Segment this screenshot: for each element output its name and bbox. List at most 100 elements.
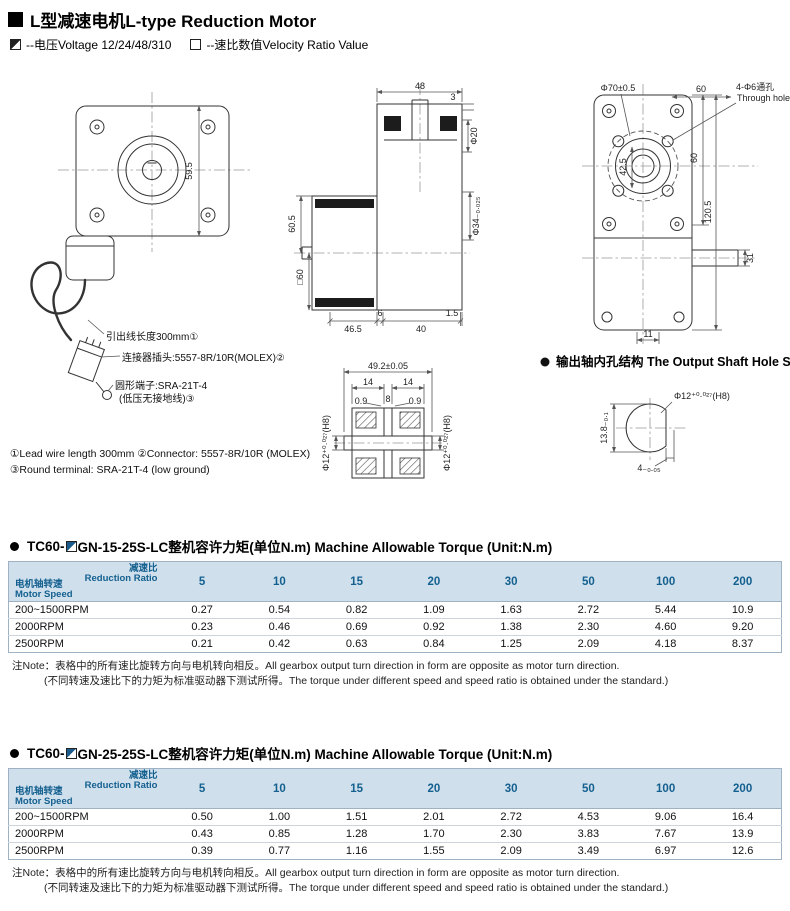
note-line-2: (不同转速及速比下的力矩为标准驱动器下测试所得。The torque under… bbox=[44, 882, 669, 894]
torque-cell: 2.09 bbox=[577, 638, 600, 650]
page-header: L型减速电机L-type Reduction Motor --电压Voltage… bbox=[0, 0, 790, 58]
page-title: L型减速电机L-type Reduction Motor bbox=[30, 12, 317, 31]
note-line-1: 注Note：表格中的所有速比旋转方向与电机转向相反。All gearbox ou… bbox=[12, 660, 620, 672]
ratio-header-cell: 50 bbox=[549, 768, 627, 809]
coupling-bore-dim-left: Φ12⁺⁰·⁰²⁷(H8) bbox=[321, 415, 331, 471]
ratio-header-cell: 10 bbox=[240, 768, 318, 809]
side-width-dim: 48 bbox=[415, 81, 425, 91]
header-row: 减速比 Reduction Ratio 电机轴转速 Motor Speed 5 … bbox=[8, 561, 782, 602]
torque-cell: 0.43 bbox=[163, 825, 241, 843]
bullet-icon bbox=[10, 748, 19, 758]
torque-cell: 0.46 bbox=[240, 618, 318, 636]
torque-cell: 2.72 bbox=[549, 601, 627, 619]
torque-cell: 1.28 bbox=[318, 825, 396, 843]
torque-cell: 6.97 bbox=[654, 845, 677, 857]
voltage-square-icon bbox=[65, 540, 77, 552]
hole-flat-4-dim: 4₋₀.₀₅ bbox=[637, 463, 661, 473]
ratio-header-cell: 5 bbox=[163, 768, 241, 809]
title-square-icon bbox=[8, 12, 23, 27]
reduction-ratio-label: 减速比 Reduction Ratio bbox=[84, 563, 158, 584]
torque-cell: 1.00 bbox=[240, 808, 318, 826]
ratio-header-cell: 200 bbox=[704, 768, 782, 809]
bullet-icon bbox=[540, 357, 550, 367]
table-row: 200~1500RPM 0.27 0.54 0.82 1.09 1.63 2.7… bbox=[8, 601, 782, 619]
torque-cell: 0.63 bbox=[345, 638, 368, 650]
torque-cell: 1.51 bbox=[318, 808, 396, 826]
drawings-svg: 59.5 引出线长度300mm① 连接器插头:5557-8R/10R(MOLEX… bbox=[10, 81, 790, 479]
ratio-header-cell: 50 bbox=[549, 561, 627, 602]
corner-header-cell: 减速比 Reduction Ratio 电机轴转速 Motor Speed bbox=[8, 768, 164, 809]
torque-cell: 2.01 bbox=[395, 808, 473, 826]
table-row: 200~1500RPM 0.50 1.00 1.51 2.01 2.72 4.5… bbox=[8, 808, 782, 826]
coupling-14-dim-right: 14 bbox=[403, 377, 413, 387]
ratio-header-cell: 15 bbox=[318, 561, 396, 602]
side-step-dim: 3 bbox=[450, 92, 455, 102]
legend: --电压Voltage 12/24/48/310 --速比数值Velocity … bbox=[10, 36, 368, 53]
torque-cell: 0.92 bbox=[395, 618, 473, 636]
torque-cell: 0.54 bbox=[240, 601, 318, 619]
motor-speed-cell: 200~1500RPM bbox=[8, 808, 164, 826]
front-height-dim: 59.5 bbox=[184, 162, 194, 180]
motor-speed-cell: 200~1500RPM bbox=[8, 601, 164, 619]
torque-cell: 1.63 bbox=[472, 601, 550, 619]
lead-wire bbox=[30, 261, 87, 342]
coupling-0-9-dim-left: 0.9 bbox=[355, 396, 368, 406]
torque-cell: 2.30 bbox=[549, 618, 627, 636]
motor-speed-cell: 2000RPM bbox=[8, 618, 164, 636]
table-1-title-text: TC60- GN-15-25S-LC整机容许力矩(单位N.m) Machine … bbox=[27, 536, 552, 556]
torque-cell: 0.84 bbox=[423, 638, 445, 650]
torque-cell: 12.6 bbox=[731, 845, 754, 857]
shaft-detail-view: 49.2±0.05 14 14 0.9 8 0.9 bbox=[321, 361, 452, 479]
torque-cell: 0.21 bbox=[191, 638, 213, 650]
ratio-header-cell: 5 bbox=[163, 561, 241, 602]
technical-drawings: 59.5 引出线长度300mm① 连接器插头:5557-8R/10R(MOLEX… bbox=[0, 58, 790, 530]
connector-label: 连接器插头:5557-8R/10R(MOLEX)② bbox=[122, 351, 285, 364]
torque-cell: 5.44 bbox=[627, 601, 705, 619]
torque-cell: 1.70 bbox=[395, 825, 473, 843]
torque-table-section-2: TC60- GN-25-25S-LC整机容许力矩(单位N.m) Machine … bbox=[8, 743, 782, 896]
corner-header-cell: 减速比 Reduction Ratio 电机轴转速 Motor Speed bbox=[8, 561, 164, 602]
note-line-2: (不同转速及速比下的力矩为标准驱动器下测试所得。The torque under… bbox=[44, 675, 669, 687]
front-view: 59.5 引出线长度300mm① 连接器插头:5557-8R/10R(MOLEX… bbox=[30, 92, 285, 405]
terminal-label-line1: 圆形端子:SRA-21T-4 bbox=[115, 379, 208, 392]
torque-cell: 0.85 bbox=[240, 825, 318, 843]
motor-speed-cell: 2500RPM bbox=[15, 845, 64, 857]
torque-cell: 13.9 bbox=[704, 825, 782, 843]
table-1-notes: 注Note：表格中的所有速比旋转方向与电机转向相反。All gearbox ou… bbox=[12, 659, 782, 689]
footnote-1: ①Lead wire length 300mm ②Connector: 5557… bbox=[10, 448, 310, 460]
table-2-notes: 注Note：表格中的所有速比旋转方向与电机转向相反。All gearbox ou… bbox=[12, 866, 782, 896]
side-1-5-dim: 1.5 bbox=[446, 308, 459, 318]
torque-cell: 4.60 bbox=[627, 618, 705, 636]
model-prefix: TC60- bbox=[27, 538, 65, 554]
torque-cell: 16.4 bbox=[704, 808, 782, 826]
table-row: 2000RPM 0.23 0.46 0.69 0.92 1.38 2.30 4.… bbox=[8, 618, 782, 636]
terminal-label-line2: (低压无接地线)③ bbox=[119, 392, 195, 405]
model-prefix: TC60- bbox=[27, 745, 65, 761]
side-46-5-dim: 46.5 bbox=[344, 324, 362, 334]
note-line-1: 注Note：表格中的所有速比旋转方向与电机转向相反。All gearbox ou… bbox=[12, 867, 620, 879]
side-shaft-dia-dim: Φ20 bbox=[469, 127, 479, 144]
header-row: 减速比 Reduction Ratio 电机轴转速 Motor Speed 5 … bbox=[8, 768, 782, 809]
torque-cell: 9.06 bbox=[627, 808, 705, 826]
table-row: 2000RPM 0.43 0.85 1.28 1.70 2.30 3.83 7.… bbox=[8, 825, 782, 843]
footnote-2: ③Round terminal: SRA-21T-4 (low ground) bbox=[10, 464, 210, 476]
side-6-dim: 6 bbox=[377, 308, 382, 318]
through-hole-label-cn: 4-Φ6通孔 bbox=[736, 82, 774, 92]
torque-cell: 0.50 bbox=[163, 808, 241, 826]
ratio-header-cell: 15 bbox=[318, 768, 396, 809]
rear-31-dim: 31 bbox=[745, 253, 755, 263]
voltage-square-icon bbox=[65, 747, 77, 759]
table-2-title: TC60- GN-25-25S-LC整机容许力矩(单位N.m) Machine … bbox=[10, 743, 782, 763]
motor-speed-label: 电机轴转速 Motor Speed bbox=[15, 786, 73, 807]
drawing-footnotes: ①Lead wire length 300mm ②Connector: 5557… bbox=[10, 448, 310, 476]
side-40-dim: 40 bbox=[416, 324, 426, 334]
round-terminal bbox=[102, 390, 112, 400]
torque-cell: 1.38 bbox=[472, 618, 550, 636]
coupling-8-dim: 8 bbox=[385, 394, 390, 404]
shaft-hole-heading: 输出轴内孔结构 The Output Shaft Hole Structure bbox=[540, 354, 790, 369]
side-boss-dia-dim: Φ34₋₀.₀₂₅ bbox=[471, 196, 481, 235]
torque-cell: 0.77 bbox=[268, 845, 291, 857]
table-2-title-text: TC60- GN-25-25S-LC整机容许力矩(单位N.m) Machine … bbox=[27, 743, 552, 763]
coupling-bore-dim-right: Φ12⁺⁰·⁰²⁷(H8) bbox=[442, 415, 452, 471]
